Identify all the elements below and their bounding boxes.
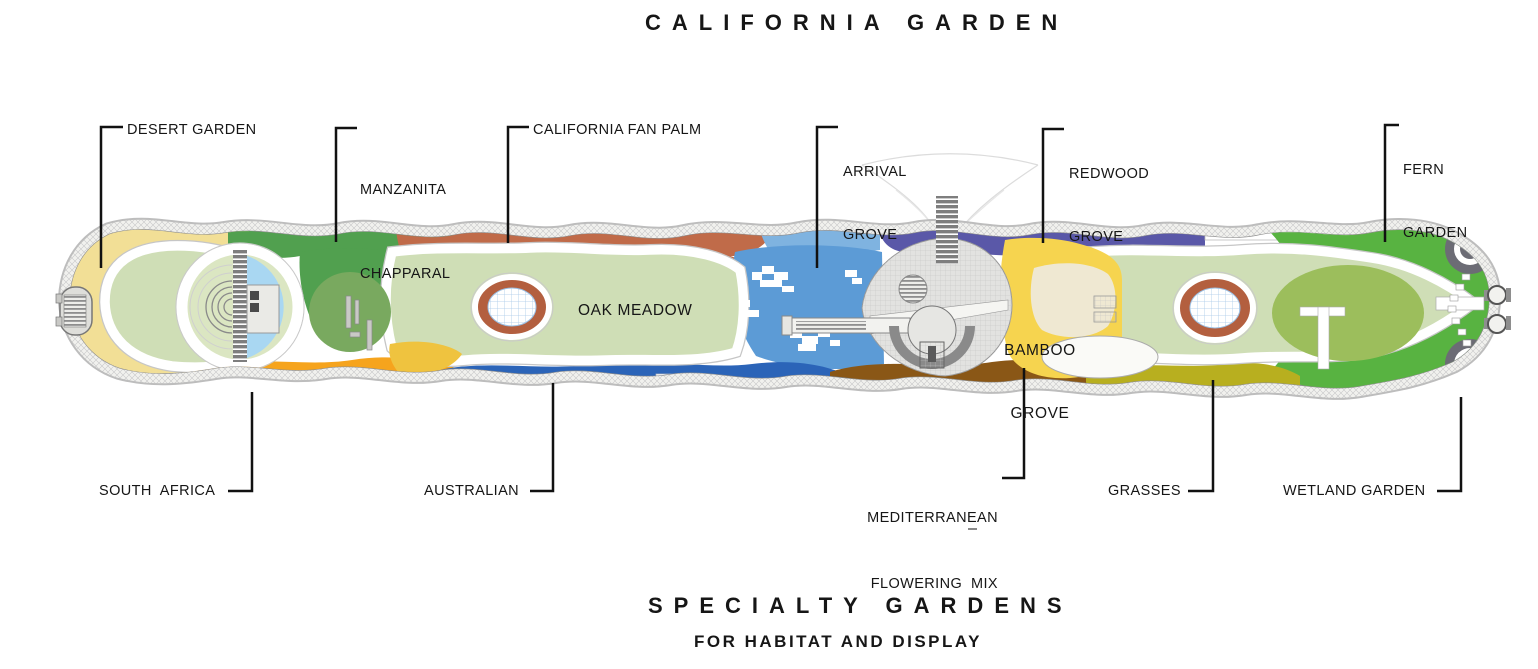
- entry-walkway: [936, 196, 958, 264]
- callout-wetland-garden: WETLAND GARDEN: [1283, 483, 1426, 499]
- footer-subtitle: FOR HABITAT AND DISPLAY: [694, 632, 982, 651]
- leader-redwood-grove: [1041, 127, 1064, 243]
- leader-california-fan-palm: [506, 125, 529, 243]
- page-title: CALIFORNIA GARDEN: [645, 10, 1069, 35]
- leader-arrival-grove: [815, 125, 838, 268]
- callout-fern-garden: FERN GARDEN: [1403, 162, 1468, 241]
- bamboo-structure-2: [1093, 311, 1117, 323]
- west-entry-gate: [55, 286, 93, 336]
- leader-lines: [99, 123, 1463, 493]
- white-pond: [1041, 335, 1159, 379]
- leader-fern-garden: [1383, 123, 1399, 242]
- meadow-tip-path: [1435, 296, 1485, 311]
- bamboo-structure-1: [1093, 295, 1117, 309]
- plan-label-bamboo-grove: BAMBOO GROVE: [1004, 342, 1076, 422]
- green-oval-left: [309, 272, 391, 352]
- leader-australian: [530, 383, 555, 493]
- pier: [781, 315, 911, 336]
- leader-wetland-garden: [1437, 397, 1463, 493]
- arrival-plaza: [781, 237, 1013, 377]
- callout-manzanita-chapparal: MANZANITA CHAPPARAL: [360, 182, 451, 282]
- leader-desert-garden: [99, 125, 123, 268]
- callout-mediterranean-flowering-mix: MEDITERRANEAN FLOWERING MIX: [867, 510, 998, 592]
- plan-label-oak-meadow: OAK MEADOW: [578, 302, 693, 319]
- terracotta-ring-right: [1172, 271, 1258, 345]
- leader-manzanita-chapparal: [334, 126, 357, 242]
- callout-desert-garden: DESERT GARDEN: [127, 122, 257, 138]
- east-entry-gate: [1484, 285, 1511, 334]
- wetland-dashed-path: [1447, 273, 1472, 347]
- dash-mark: [968, 528, 977, 530]
- leader-south-africa: [228, 392, 254, 493]
- callout-australian: AUSTRALIAN: [424, 483, 520, 499]
- striped-circle-plaza: [898, 274, 928, 304]
- callout-south-africa: SOUTH AFRICA: [99, 483, 216, 499]
- terracotta-ring-left: [470, 272, 554, 342]
- leader-grasses: [1188, 380, 1215, 493]
- callout-california-fan-palm: CALIFORNIA FAN PALM: [533, 122, 702, 138]
- amphitheater-stage-bar: [233, 250, 247, 362]
- callout-arrival-grove: ARRIVAL GROVE: [843, 164, 907, 243]
- footer-title: SPECIALTY GARDENS: [648, 593, 1073, 618]
- left-ring-garden: [175, 242, 305, 372]
- yellow-patch: [389, 341, 462, 375]
- leader-mediterranean: [1002, 368, 1026, 480]
- amphitheater-south: [889, 305, 975, 369]
- green-oval-right: [1272, 265, 1424, 370]
- callout-redwood-grove: REDWOOD GROVE: [1069, 166, 1150, 245]
- callout-grasses: GRASSES: [1108, 483, 1181, 499]
